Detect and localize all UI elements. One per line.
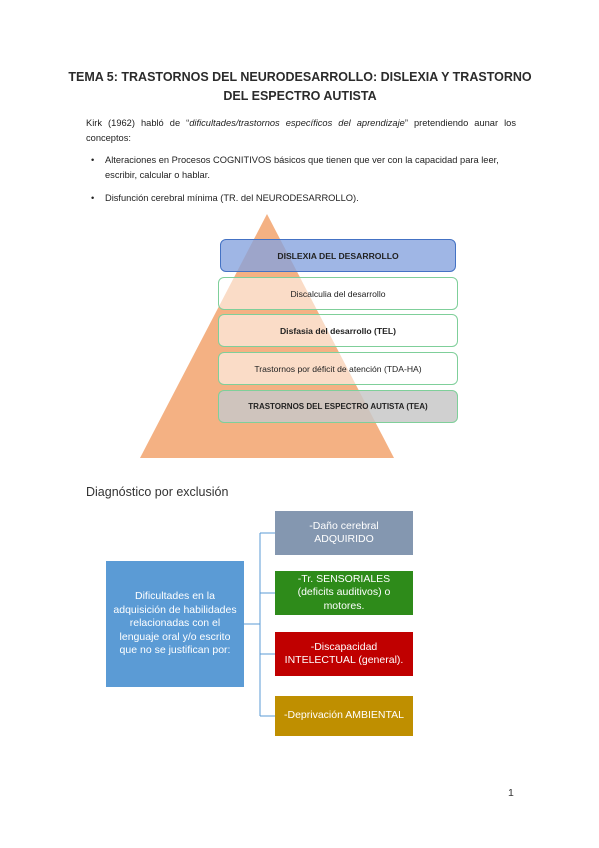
diagram-branch-acquired-damage: -Daño cerebral ADQUIRIDO <box>275 511 413 555</box>
intro-italic-term: dificultades/trastornos específicos del … <box>189 118 405 128</box>
pyramid-level-1: DISLEXIA DEL DESARROLLO <box>220 239 456 272</box>
diagram-main-box: Dificultades en la adquisición de habili… <box>106 561 244 687</box>
diagram-branch-intellectual: -Discapacidad INTELECTUAL (general). <box>275 632 413 676</box>
bullet-text: Alteraciones en Procesos COGNITIVOS bási… <box>105 155 499 180</box>
section-heading: Diagnóstico por exclusión <box>86 485 229 499</box>
intro-text-end: ” pretendiendo aunar los conceptos: <box>86 118 517 143</box>
bullet-item: • Alteraciones en Procesos COGNITIVOS bá… <box>91 153 517 183</box>
pyramid-level-2: Discalculia del desarrollo <box>218 277 458 310</box>
intro-paragraph: Kirk (1962) habló de “dificultades/trast… <box>86 116 516 146</box>
pyramid-diagram: DISLEXIA DEL DESARROLLO Discalculia del … <box>140 214 460 459</box>
title-line-2: DEL ESPECTRO AUTISTA <box>223 89 377 103</box>
diagram-branch-environmental: -Deprivación AMBIENTAL <box>275 696 413 736</box>
bullet-icon: • <box>91 193 95 203</box>
document-title: TEMA 5: TRASTORNOS DEL NEURODESARROLLO: … <box>60 68 540 106</box>
page-number: 1 <box>508 787 514 799</box>
bullet-icon: • <box>91 155 95 165</box>
intro-text-start: Kirk (1962) habló de “ <box>86 118 190 128</box>
pyramid-level-4: Trastornos por déficit de atención (TDA-… <box>218 352 458 385</box>
title-line-1: TEMA 5: TRASTORNOS DEL NEURODESARROLLO: … <box>68 70 532 84</box>
bullet-item: • Disfunción cerebral mínima (TR. del NE… <box>91 191 517 206</box>
pyramid-level-3: Disfasia del desarrollo (TEL) <box>218 314 458 347</box>
pyramid-level-5: TRASTORNOS DEL ESPECTRO AUTISTA (TEA) <box>218 390 458 423</box>
diagram-branch-sensory: -Tr. SENSORIALES (deficits auditivos) o … <box>275 571 413 615</box>
bullet-text: Disfunción cerebral mínima (TR. del NEUR… <box>105 193 359 203</box>
